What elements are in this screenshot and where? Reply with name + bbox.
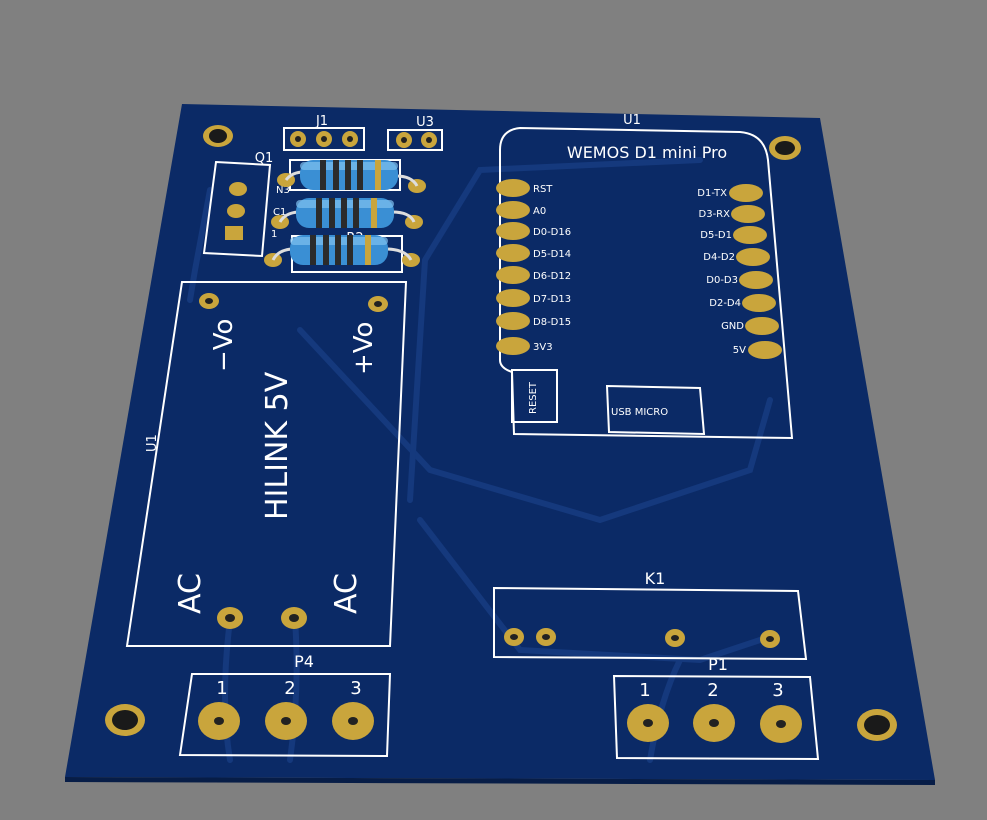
wemos-right-pin-6: D2-D4	[709, 298, 741, 309]
wemos-right-pin-2: D3-RX	[699, 209, 731, 220]
wemos-right-pin-1: D1-TX	[697, 188, 727, 199]
wemos-left-pin-1: RST	[533, 184, 553, 195]
pcb-board	[65, 104, 935, 780]
wemos-left-pin-3: D0-D16	[533, 227, 571, 238]
p4-pin-2: 2	[284, 678, 295, 699]
j1-label: J1	[315, 114, 328, 129]
wemos-left-pin-2: A0	[533, 206, 546, 217]
j1-header: J1	[283, 114, 365, 151]
usb-label: USB MICRO	[611, 407, 668, 418]
hilink-neg-out-label: −Vo	[209, 319, 239, 372]
wemos-title: WEMOS D1 mini Pro	[567, 143, 727, 162]
p4-label: P4	[294, 652, 314, 671]
resistor-middle	[296, 198, 394, 228]
mounting-holes	[105, 125, 897, 741]
hilink-module: −Vo +Vo HILINK 5V AC AC U1	[125, 281, 408, 647]
wemos-d1-module: U1 WEMOS D1 mini Pro RST A0 D0-D16 D5-D1…	[496, 113, 794, 440]
resistors: R3 R2	[264, 159, 426, 273]
resistor-r3	[300, 160, 398, 190]
pcb-board-edge	[65, 777, 935, 785]
q1-pin-1: N3	[276, 185, 290, 196]
p1-pin-1: 1	[639, 680, 650, 701]
q1-pin-3: 1	[271, 229, 277, 240]
wemos-right-pads	[729, 184, 782, 359]
p4-pin-1: 1	[216, 678, 227, 699]
wemos-right-pin-4: D4-D2	[703, 252, 735, 263]
wemos-left-pin-5: D6-D12	[533, 271, 571, 282]
u3-header: U3	[387, 115, 443, 151]
hilink-pos-out-label: +Vo	[349, 322, 379, 375]
wemos-right-pin-7: GND	[721, 321, 744, 332]
hilink-ac-right: AC	[329, 573, 364, 614]
wemos-right-pin-8: 5V	[733, 345, 746, 356]
wemos-left-pin-4: D5-D14	[533, 249, 571, 260]
p4-terminal: P4 1 2 3	[178, 652, 392, 758]
wemos-right-pin-3: D5-D1	[700, 230, 732, 241]
hilink-ac-left: AC	[173, 573, 208, 614]
reset-button-outline	[511, 369, 558, 423]
copper-traces	[187, 157, 773, 763]
wemos-right-pin-5: D0-D3	[706, 275, 738, 286]
p1-pin-3: 3	[772, 680, 783, 701]
hilink-title: HILINK 5V	[260, 371, 295, 520]
wemos-left-pin-8: 3V3	[533, 342, 553, 353]
q1-transistor: Q1 N3 C1 1	[202, 151, 290, 258]
wemos-left-pin-6: D7-D13	[533, 294, 571, 305]
reset-label: RESET	[528, 381, 539, 414]
wemos-left-pads	[496, 179, 530, 355]
resistor-r2	[290, 235, 388, 265]
q1-label: Q1	[255, 151, 274, 166]
k1-relay: K1	[493, 569, 808, 661]
q1-pin-2: C1	[273, 207, 286, 218]
p4-pin-3: 3	[350, 678, 361, 699]
k1-label: K1	[645, 569, 666, 588]
u1-top-label: U1	[623, 113, 641, 128]
usb-connector-outline	[605, 384, 706, 436]
p1-terminal: P1 1 2 3	[612, 655, 820, 761]
p1-label: P1	[708, 655, 728, 674]
u1-side-label: U1	[145, 434, 160, 452]
u3-label: U3	[416, 115, 434, 130]
wemos-left-pin-7: D8-D15	[533, 317, 571, 328]
p1-pin-2: 2	[707, 680, 718, 701]
